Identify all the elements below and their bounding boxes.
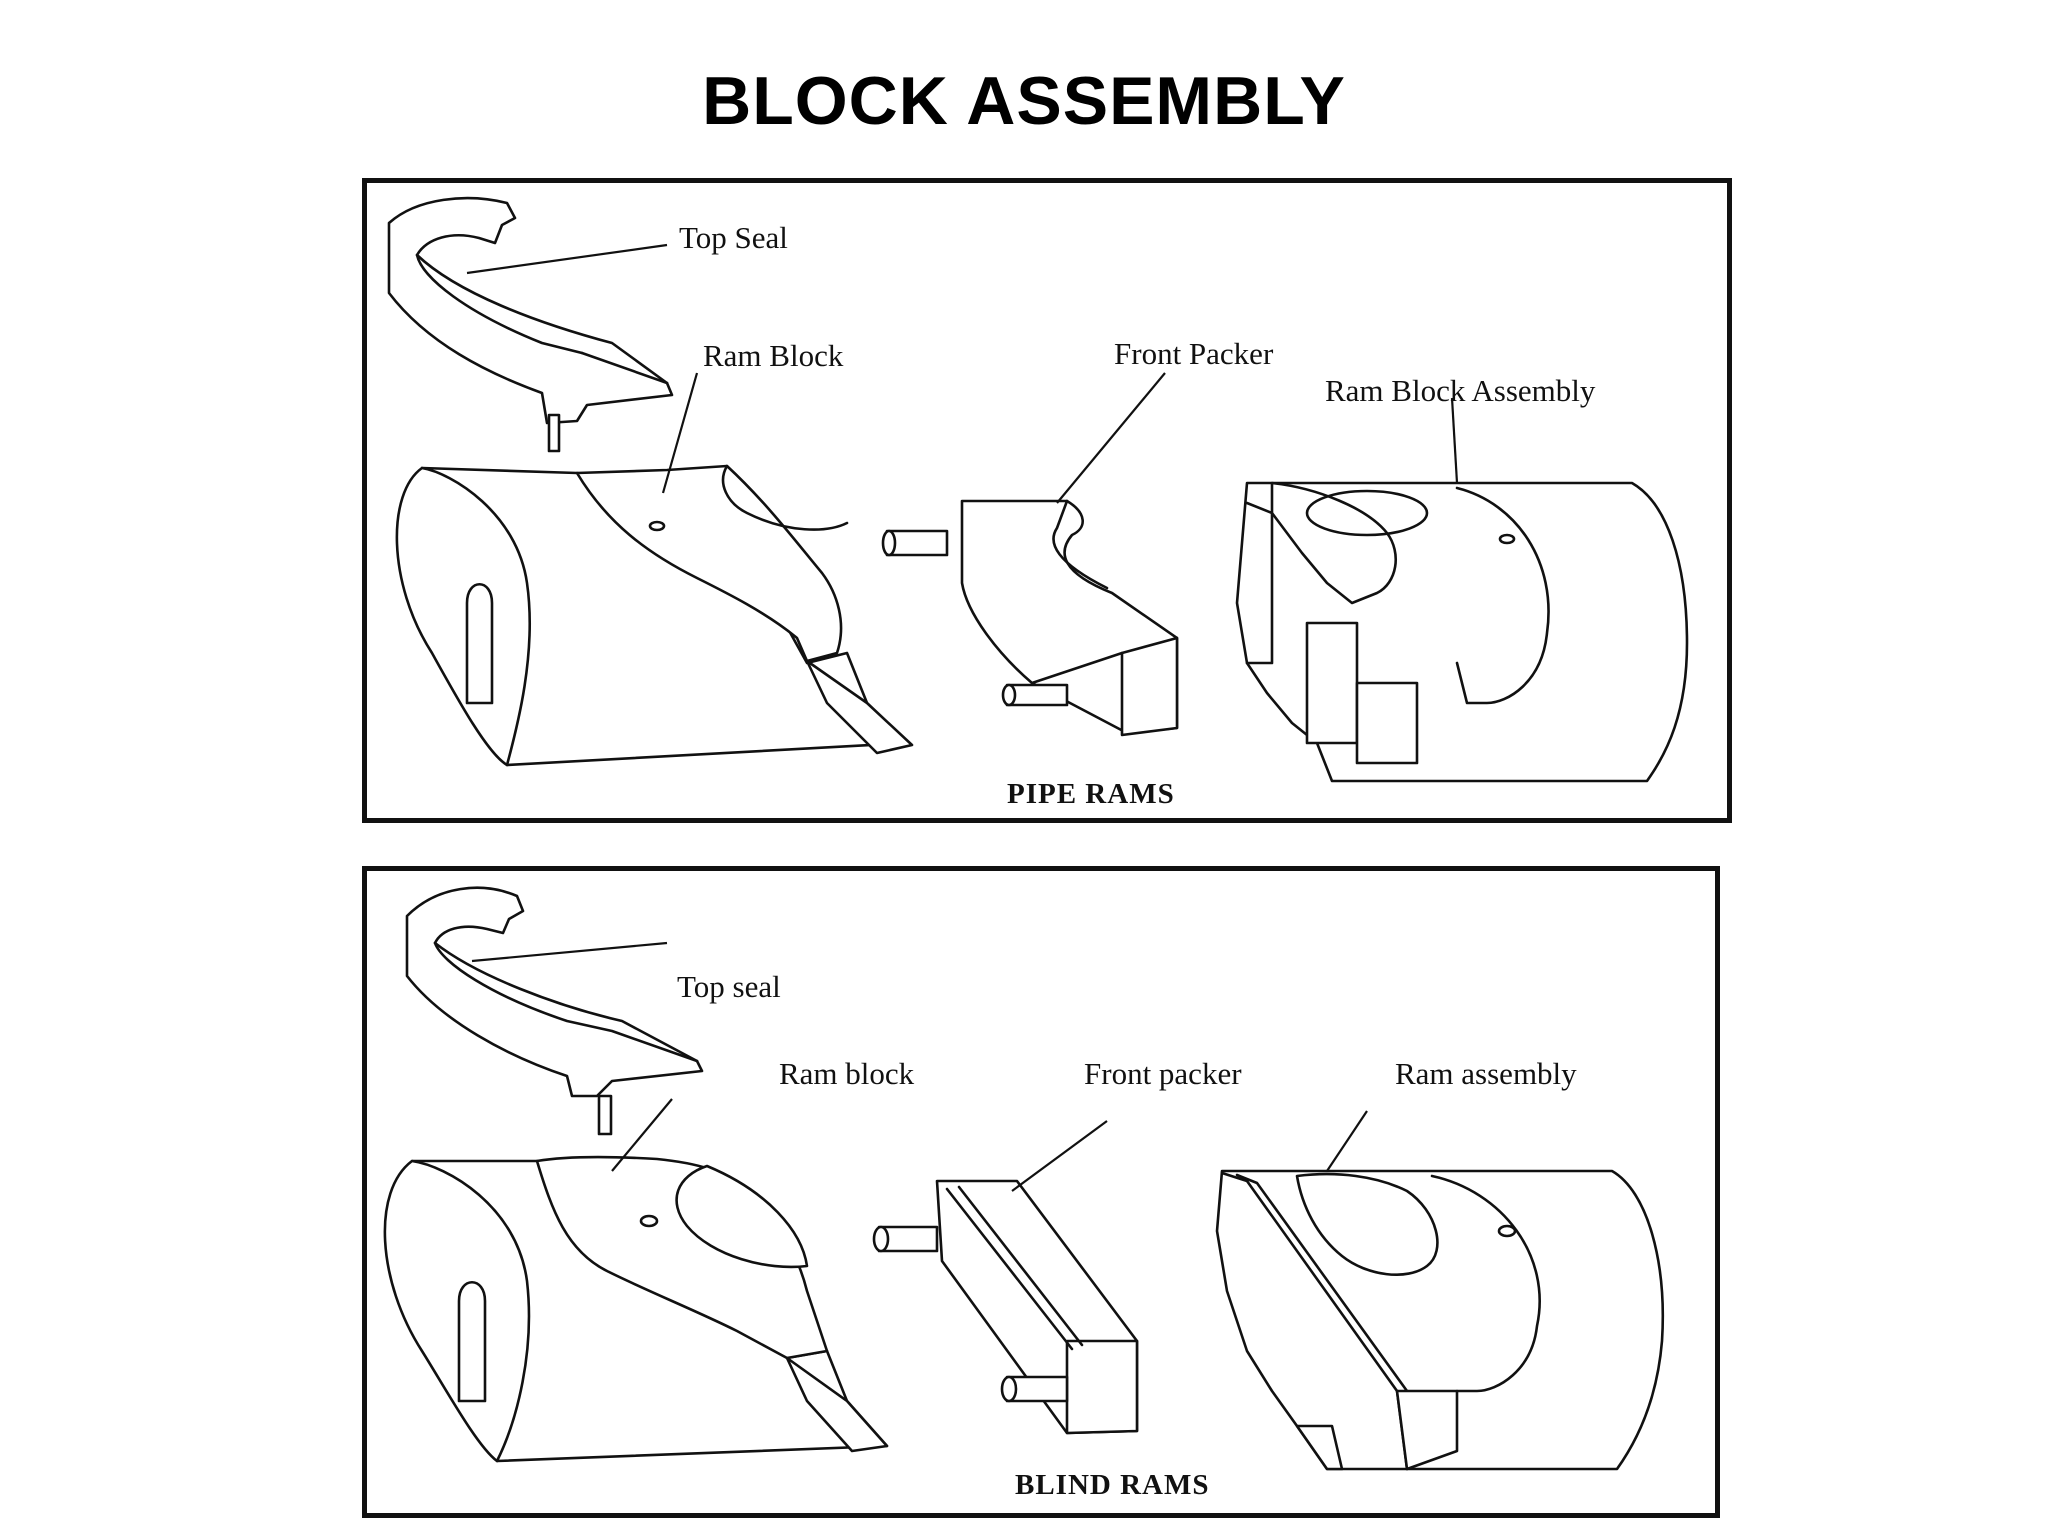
blind-top-seal-part (405, 886, 704, 1136)
top-seal-leader (466, 243, 668, 275)
pipe-ram-block-part (395, 464, 914, 767)
front-packer-leader (1056, 372, 1166, 504)
label-top-seal: Top seal (677, 969, 781, 1004)
pipe-front-packer-part (881, 499, 1179, 737)
blind-ram-block-part (383, 1155, 889, 1463)
label-front-packer: Front packer (1084, 1056, 1242, 1091)
blind-front-packer-part (872, 1179, 1139, 1435)
ram-block-assembly-leader (1450, 397, 1459, 484)
pipe-rams-caption: PIPE RAMS (1007, 778, 1175, 810)
label-ram-block: Ram block (779, 1056, 915, 1091)
pipe-ram-block-assembly-part (1235, 481, 1689, 783)
blind-ram-block-leader (611, 1098, 673, 1172)
blind-rams-drawing (383, 886, 1664, 1471)
label-ram-assembly: Ram assembly (1395, 1056, 1577, 1091)
label-top-seal: Top Seal (679, 220, 788, 255)
label-front-packer: Front Packer (1114, 336, 1274, 371)
label-ram-block: Ram Block (703, 338, 844, 373)
page-title: BLOCK ASSEMBLY (702, 63, 1346, 139)
blind-top-seal-leader (471, 941, 668, 963)
blind-rams-panel: Top seal Ram block Front packer Ram asse… (362, 866, 1720, 1518)
top-seal-part (387, 196, 674, 453)
label-ram-block-assembly: Ram Block Assembly (1325, 373, 1596, 408)
blind-front-packer-leader (1011, 1120, 1108, 1192)
ram-block-leader (661, 372, 699, 494)
blind-rams-caption: BLIND RAMS (1015, 1469, 1210, 1501)
blind-ram-assembly-part (1215, 1169, 1664, 1471)
blind-ram-assembly-leader (1326, 1110, 1368, 1172)
pipe-rams-panel: Top Seal Ram Block Front Packer Ram Bloc… (362, 178, 1732, 823)
pipe-rams-drawing (387, 196, 1689, 783)
